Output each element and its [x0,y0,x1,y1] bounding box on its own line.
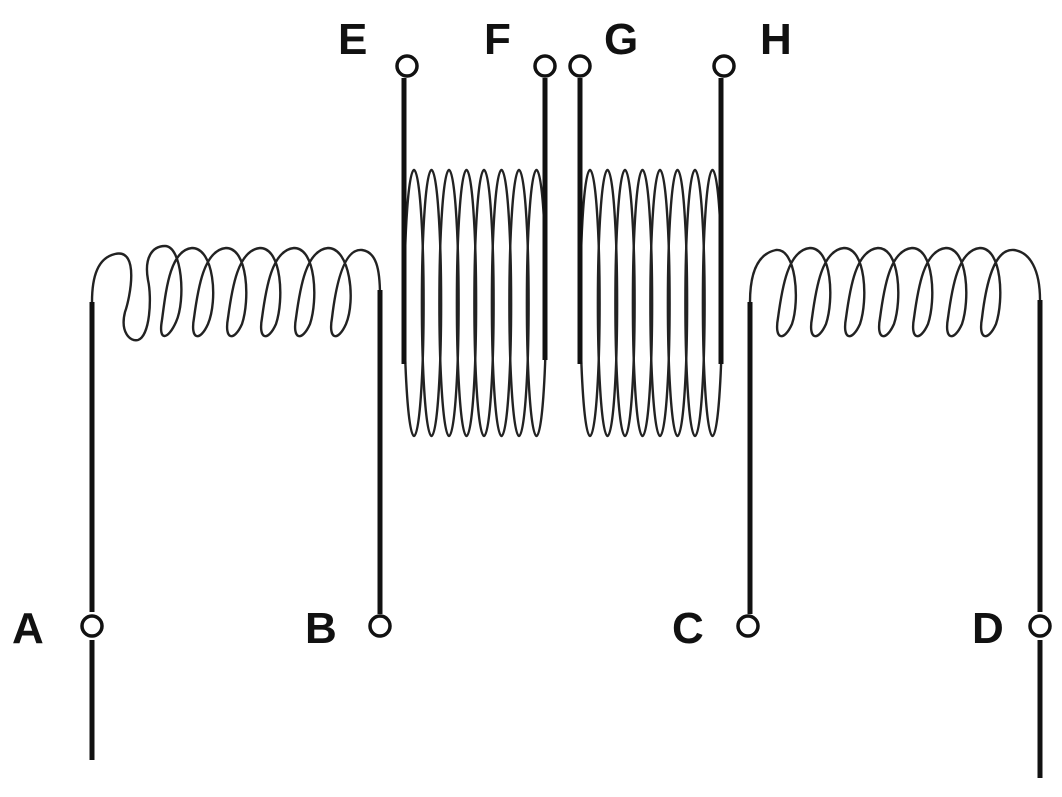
terminal-post-f[interactable] [533,54,557,78]
terminal-post-b[interactable] [368,614,392,638]
terminal-label-b: B [305,604,337,653]
terminal-label-e: E [338,15,367,64]
coil-ab-winding [90,244,382,342]
coil-gh-loops-loop [649,168,671,438]
coil-cd [747,246,1043,614]
coil-ab [89,244,383,614]
coil-ef-loops-loop [420,168,443,438]
coil-ef-loops-loop [508,168,530,438]
terminal-label-d: D [972,604,1004,653]
terminal-post-a[interactable] [80,614,104,638]
coil-ef-loops-loop [455,168,478,438]
terminal-label-a: A [12,604,44,653]
terminal-label-g: G [604,15,638,64]
coil-gh-loops-loop [666,168,689,438]
coil-ef-loops-loop [438,168,460,438]
coil-ef-winding [403,168,548,438]
terminal-label-c: C [672,604,704,653]
terminal-post-d[interactable] [1028,614,1052,638]
terminal-label-h: H [760,15,792,64]
coil-ef-loops-loop [490,168,513,438]
coil-gh [577,78,724,438]
coil-gh-winding [579,168,724,438]
coil-cd-winding [748,246,1042,338]
coil-gh-loops-loop [614,168,636,438]
coil-gh-loops-loop [684,168,706,438]
terminal-post-g[interactable] [568,54,592,78]
coil-gh-loops-loop [631,168,654,438]
coil-ef [401,78,548,438]
terminal-post-h[interactable] [712,54,736,78]
coil-ef-loops-loop [473,168,495,438]
terminal-post-e[interactable] [395,54,419,78]
terminal-label-f: F [484,15,511,64]
terminal-post-c[interactable] [736,614,760,638]
coil-gh-loops-loop [596,168,619,438]
